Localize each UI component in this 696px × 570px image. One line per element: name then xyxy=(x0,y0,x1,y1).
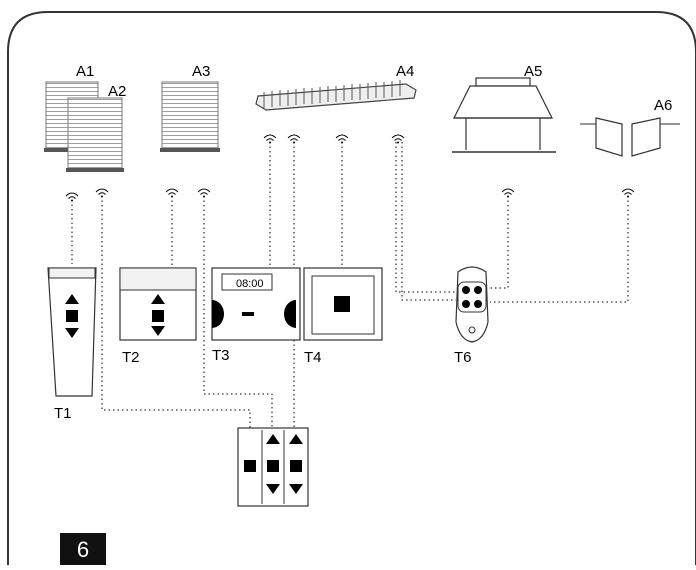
stop-icon xyxy=(66,310,78,322)
down-arrow-icon xyxy=(289,484,303,494)
label-a2: A2 xyxy=(108,83,126,100)
transmitter-t4 xyxy=(303,267,383,341)
left-button-icon xyxy=(212,300,224,328)
signal-icon xyxy=(501,188,515,198)
transmitter-t6 xyxy=(455,266,489,343)
label-a5: A5 xyxy=(524,63,542,80)
transmitter-t7-keypad xyxy=(237,427,309,507)
figure-number: 6 xyxy=(76,537,90,562)
link-t6-a4-1 xyxy=(395,142,456,293)
shutter-a3-icon xyxy=(160,81,220,152)
label-a1: A1 xyxy=(76,63,94,80)
up-arrow-icon xyxy=(151,294,165,304)
signal-icon xyxy=(621,188,635,198)
minus-icon xyxy=(242,312,254,316)
label-a4: A4 xyxy=(396,63,414,80)
figure-number-badge xyxy=(60,533,106,565)
transmitter-t3: 08:00 xyxy=(211,267,301,341)
stop-icon xyxy=(267,460,279,472)
label-t2: T2 xyxy=(122,349,140,366)
timer-display: 08:00 xyxy=(236,278,264,290)
gate-a6-icon xyxy=(580,117,680,157)
awning-a4-icon xyxy=(255,80,417,111)
signal-icon xyxy=(95,188,109,198)
down-arrow-icon xyxy=(65,328,79,338)
button-icons xyxy=(462,286,482,308)
signal-icon xyxy=(287,134,301,144)
stop-icon xyxy=(152,310,164,322)
page-frame xyxy=(7,11,696,565)
channel-3 xyxy=(289,434,303,494)
stop-icon xyxy=(290,460,302,472)
down-arrow-icon xyxy=(151,326,165,336)
label-t1: T1 xyxy=(54,405,72,422)
label-a3: A3 xyxy=(192,63,210,80)
link-t6-a4-2 xyxy=(401,142,456,301)
up-arrow-icon xyxy=(266,434,280,444)
right-button-icon xyxy=(284,300,296,328)
up-arrow-icon xyxy=(289,434,303,444)
shutter-a2-icon xyxy=(66,97,124,172)
transmitter-t1 xyxy=(47,267,97,397)
channel-2 xyxy=(266,434,280,494)
signal-icon xyxy=(391,134,405,144)
signal-icon xyxy=(65,192,79,202)
signal-icon xyxy=(263,134,277,144)
signal-icon xyxy=(165,188,179,198)
label-t3: T3 xyxy=(212,347,230,364)
stop-icon xyxy=(244,460,256,472)
signal-icon xyxy=(197,188,211,198)
signal-icons xyxy=(65,134,635,202)
signal-icon xyxy=(335,134,349,144)
label-a6: A6 xyxy=(654,97,672,114)
up-arrow-icon xyxy=(65,294,79,304)
stop-icon xyxy=(334,296,350,312)
transmitter-t2 xyxy=(119,267,197,341)
link-t6-a5 xyxy=(490,196,509,289)
link-t3-a3 xyxy=(203,196,273,430)
channel-1 xyxy=(244,460,256,472)
link-t6-a6 xyxy=(490,196,629,303)
label-t4: T4 xyxy=(304,349,322,366)
link-t7-a2 xyxy=(101,196,251,432)
label-t6: T6 xyxy=(454,349,472,366)
canopy-a5-icon xyxy=(452,77,556,153)
down-arrow-icon xyxy=(266,484,280,494)
